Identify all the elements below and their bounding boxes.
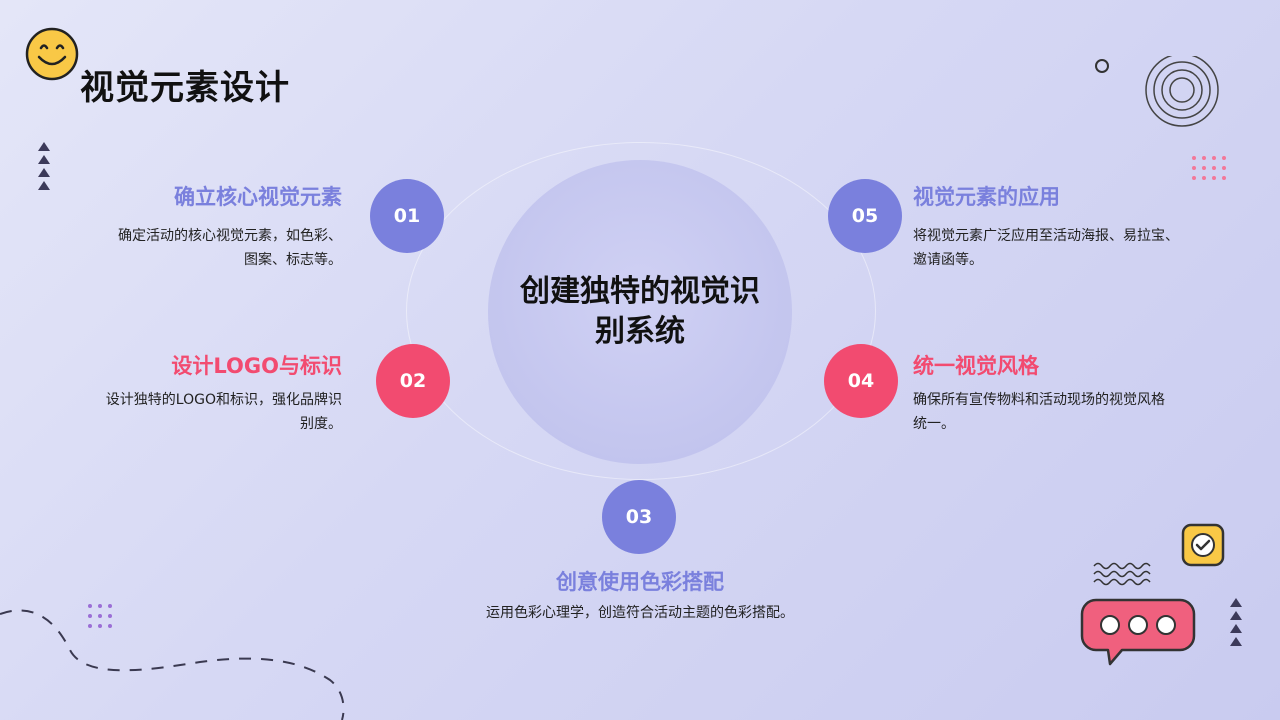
step-desc-05: 将视觉元素广泛应用至活动海报、易拉宝、邀请函等。 (913, 228, 1179, 268)
page-title: 视觉元素设计 (80, 68, 290, 108)
connector-ring (406, 142, 876, 480)
step-title-02: 设计LOGO与标识 (171, 354, 342, 378)
step-title-04: 统一视觉风格 (913, 354, 1039, 378)
step-number-05: 05 (828, 179, 902, 253)
wavy-lines-icon (1093, 562, 1151, 586)
step-desc-01: 确定活动的核心视觉元素，如色彩、图案、标志等。 (118, 228, 342, 268)
step-number-03: 03 (602, 480, 676, 554)
center-title: 创建独特的视觉识别系统 (520, 274, 760, 349)
triangle-stack-icon (38, 142, 50, 194)
dot-grid-icon (88, 604, 112, 628)
step-title-03: 创意使用色彩搭配 (556, 570, 724, 594)
step-desc-02: 设计独特的LOGO和标识，强化品牌识别度。 (105, 392, 342, 432)
step-number-02: 02 (376, 344, 450, 418)
center-circle (488, 160, 792, 464)
step-number-04: 04 (824, 344, 898, 418)
triangle-stack-icon (1230, 598, 1242, 650)
smiley-face-icon (25, 27, 79, 81)
checkmark-icon (1181, 523, 1225, 567)
step-title-01: 确立核心视觉元素 (174, 185, 342, 209)
step-desc-04: 确保所有宣传物料和活动现场的视觉风格统一。 (913, 392, 1165, 432)
dot-grid-icon (1192, 156, 1226, 180)
step-title-05: 视觉元素的应用 (913, 185, 1060, 209)
dashed-curve-decoration (0, 609, 345, 720)
chat-bubble-icon (1080, 598, 1196, 666)
step-desc-03: 运用色彩心理学，创造符合活动主题的色彩搭配。 (486, 605, 794, 621)
step-number-01: 01 (370, 179, 444, 253)
concentric-circles-icon (1095, 56, 1219, 127)
